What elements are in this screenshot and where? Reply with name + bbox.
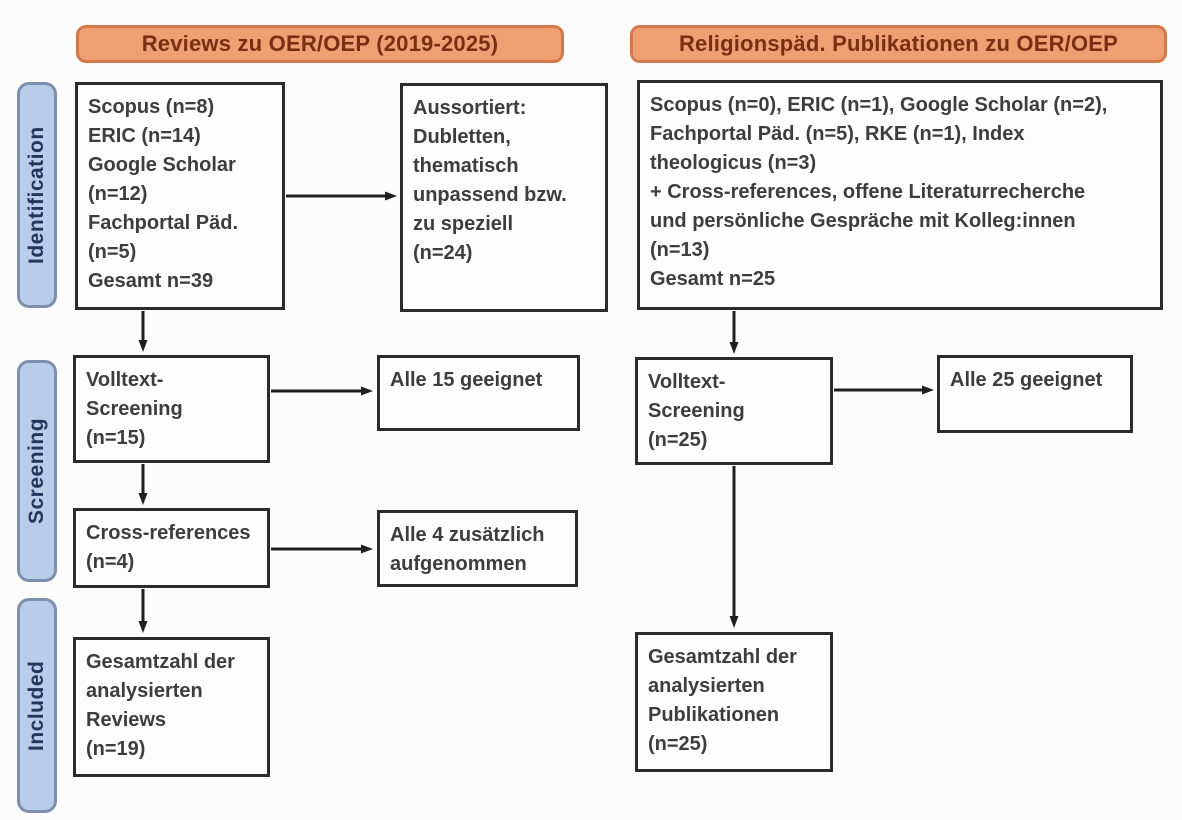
left-fulltext-result-box: Alle 15 geeignet [377, 355, 580, 431]
left-cross-references-box: Cross-references (n=4) [73, 508, 270, 588]
column-header-reviews: Reviews zu OER/OEP (2019-2025) [76, 25, 564, 63]
stage-label-identification: Identification [17, 82, 57, 308]
left-fulltext-screening-box: Volltext- Screening (n=15) [73, 355, 270, 463]
stage-label-included: Included [17, 598, 57, 813]
left-identification-sources-box: Scopus (n=8) ERIC (n=14) Google Scholar … [75, 82, 285, 310]
right-fulltext-screening-box: Volltext- Screening (n=25) [635, 357, 833, 465]
left-cross-references-result-box: Alle 4 zusätzlich aufgenommen [377, 510, 578, 587]
left-included-total-box: Gesamtzahl der analysierten Reviews (n=1… [73, 637, 270, 777]
stage-label-screening: Screening [17, 360, 57, 582]
right-identification-sources-box: Scopus (n=0), ERIC (n=1), Google Scholar… [637, 80, 1163, 310]
left-excluded-box: Aussortiert: Dubletten, thematisch unpas… [400, 83, 608, 312]
right-fulltext-result-box: Alle 25 geeignet [937, 355, 1133, 433]
column-header-religionspaed: Religionspäd. Publikationen zu OER/OEP [630, 25, 1167, 63]
right-included-total-box: Gesamtzahl der analysierten Publikatione… [635, 632, 833, 772]
